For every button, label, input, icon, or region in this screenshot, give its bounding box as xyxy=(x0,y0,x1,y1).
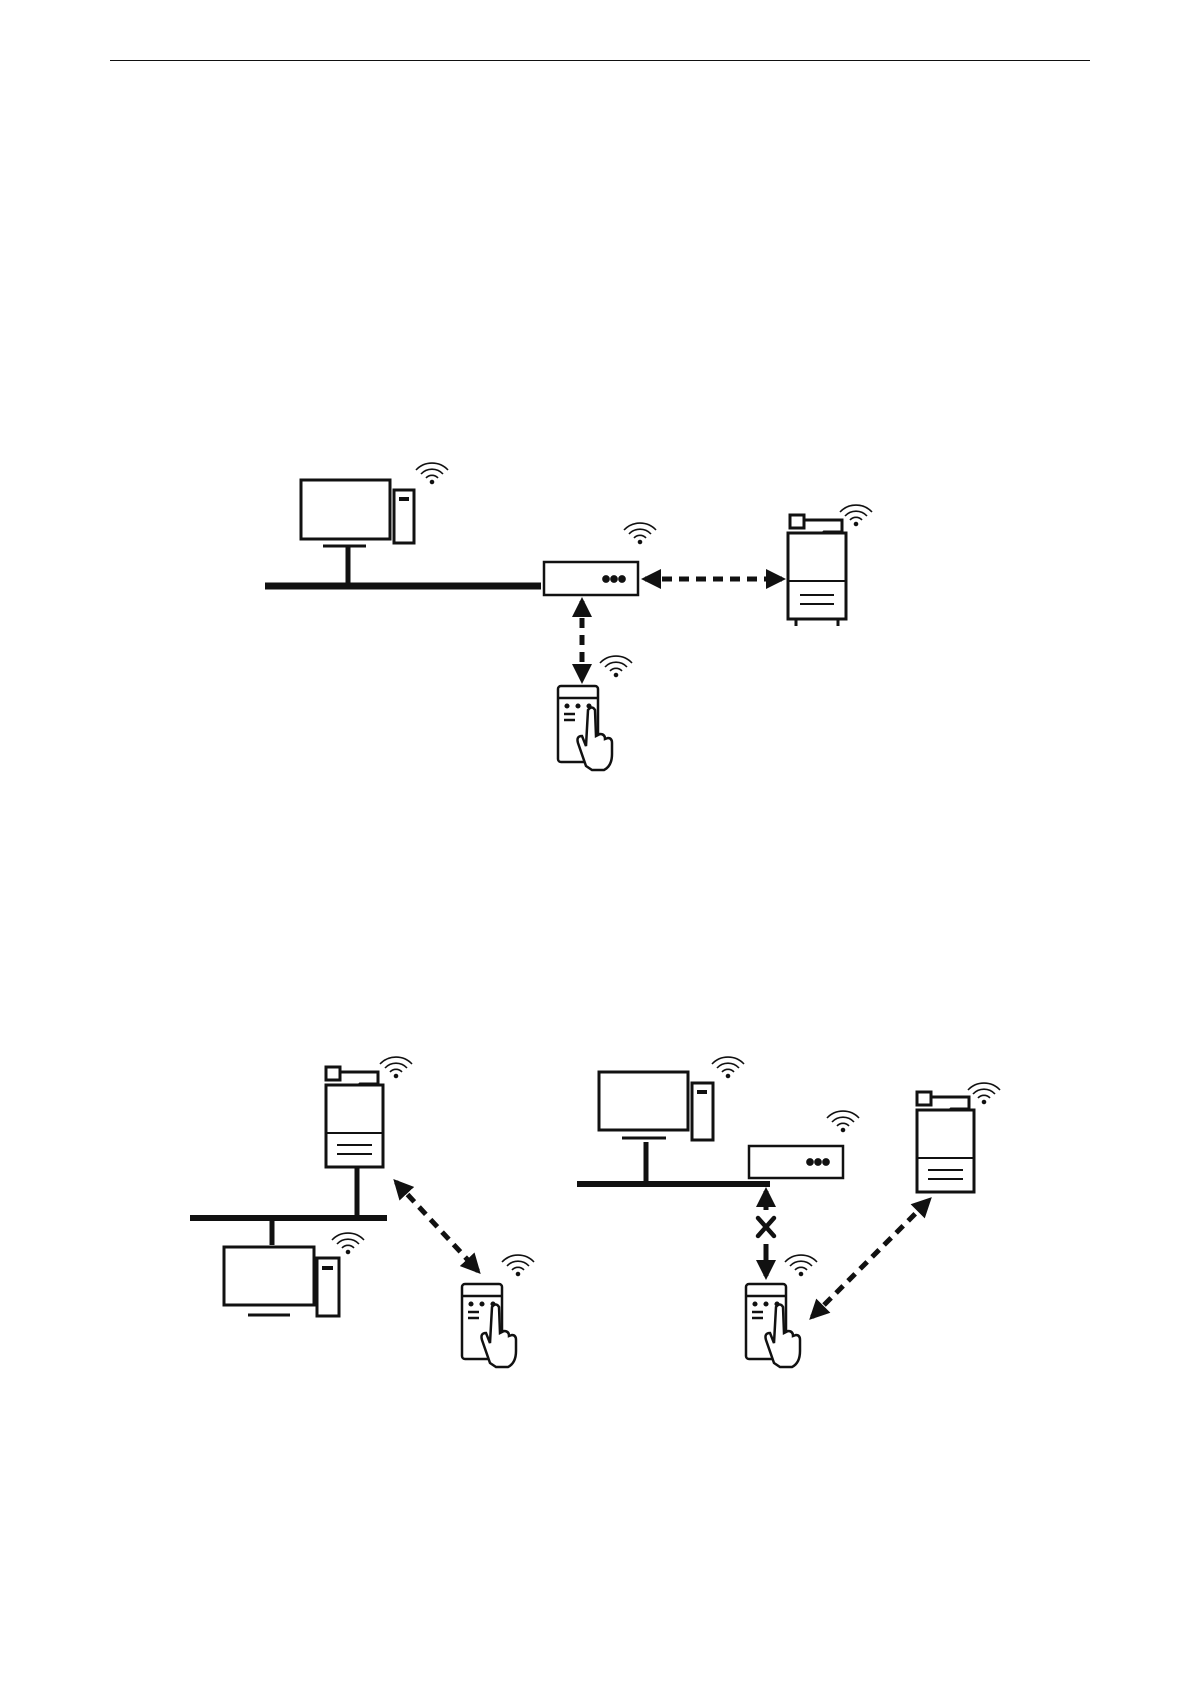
access-point-icon xyxy=(749,1146,843,1178)
access-point-icon xyxy=(544,562,638,595)
wifi-icon xyxy=(416,463,448,483)
wifi-icon xyxy=(712,1057,744,1077)
wireless-link-printer-phone xyxy=(396,1182,478,1271)
wifi-icon xyxy=(380,1057,412,1077)
computer-icon xyxy=(224,1247,339,1316)
smartphone-icon xyxy=(558,686,612,770)
wifi-direct-no-router-diagram xyxy=(570,1040,1190,1380)
smartphone-icon xyxy=(462,1284,516,1367)
computer-icon xyxy=(599,1072,713,1140)
printer-icon xyxy=(917,1092,974,1192)
infrastructure-diagram xyxy=(0,440,1190,800)
wifi-icon xyxy=(624,523,656,543)
wifi-icon xyxy=(968,1083,1000,1103)
wireless-link-phone-printer xyxy=(812,1200,929,1317)
wifi-icon xyxy=(827,1111,859,1131)
wifi-icon xyxy=(332,1233,364,1253)
header-rule xyxy=(110,60,1090,61)
printer-icon xyxy=(788,515,846,626)
computer-icon xyxy=(301,480,414,586)
wifi-icon xyxy=(600,656,632,676)
printer-icon xyxy=(326,1067,383,1167)
wifi-icon xyxy=(502,1255,534,1275)
smartphone-icon xyxy=(746,1284,800,1367)
cross-icon xyxy=(758,1218,774,1236)
wifi-icon xyxy=(785,1255,817,1275)
wifi-icon xyxy=(840,505,872,525)
wifi-direct-wired-printer-diagram xyxy=(0,1040,580,1380)
